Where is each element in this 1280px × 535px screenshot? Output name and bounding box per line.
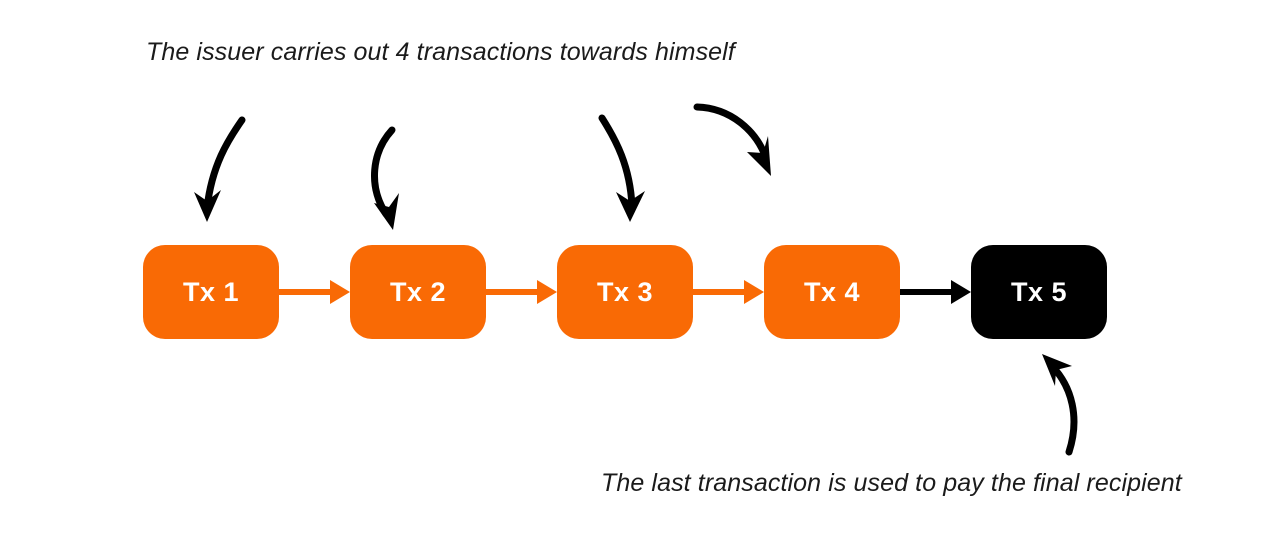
curved-arrow-1-icon — [194, 116, 246, 222]
tx-node-tx4[interactable]: Tx 4 — [764, 245, 900, 339]
tx-node-tx5[interactable]: Tx 5 — [971, 245, 1107, 339]
tx-node-tx2[interactable]: Tx 2 — [350, 245, 486, 339]
tx-node-label: Tx 1 — [182, 276, 240, 307]
curved-arrow-3-icon — [598, 114, 645, 222]
tx-node-label: Tx 5 — [1010, 276, 1068, 307]
curved-arrow-4-icon — [693, 103, 771, 176]
curved-arrow-2-icon — [371, 126, 399, 230]
connector-tx2-tx3 — [486, 280, 557, 304]
tx-node-label: Tx 4 — [803, 276, 861, 307]
tx-node-tx3[interactable]: Tx 3 — [557, 245, 693, 339]
connector-tx4-tx5 — [900, 280, 971, 304]
connector-tx3-tx4 — [693, 280, 764, 304]
tx-node-label: Tx 2 — [389, 276, 447, 307]
tx-node-tx1[interactable]: Tx 1 — [143, 245, 279, 339]
top-annotation-text: The issuer carries out 4 transactions to… — [146, 38, 735, 66]
curved-arrow-5-icon — [1042, 354, 1078, 456]
connector-tx1-tx2 — [279, 280, 350, 304]
tx-node-label: Tx 3 — [596, 276, 654, 307]
bottom-annotation-text: The last transaction is used to pay the … — [601, 469, 1182, 497]
